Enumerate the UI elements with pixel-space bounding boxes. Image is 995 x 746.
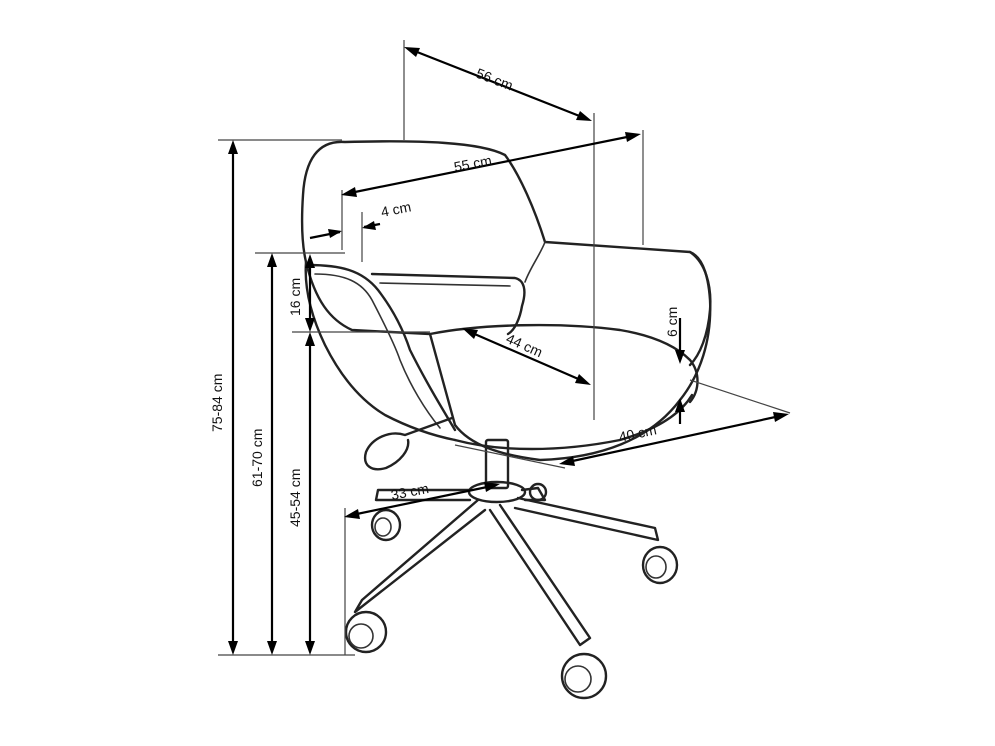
caster-left xyxy=(344,610,388,654)
dim-44-arrow xyxy=(462,328,591,385)
dim-45-54-arrow xyxy=(305,332,315,655)
label-61-70: 61-70 cm xyxy=(249,429,265,487)
base-leg-front xyxy=(488,503,592,647)
dim-61-70-arrow xyxy=(267,253,277,655)
backrest-outline xyxy=(300,140,712,462)
adjust-lever xyxy=(363,416,454,471)
caster-front xyxy=(560,652,608,700)
left-arm-inner xyxy=(314,273,441,429)
label-40: 40 cm xyxy=(617,421,658,445)
base-leg-left xyxy=(353,498,487,614)
gas-lift-cylinder xyxy=(484,438,510,490)
dim-16-arrow xyxy=(305,254,315,332)
label-16: 16 cm xyxy=(287,278,303,316)
left-arm-frame xyxy=(306,263,457,432)
label-56: 56 cm xyxy=(474,65,515,94)
seat-cushion xyxy=(428,323,699,404)
label-4: 4 cm xyxy=(380,198,413,219)
seat-front-edge xyxy=(453,393,694,451)
backrest-seam xyxy=(524,241,546,283)
extension-lines xyxy=(218,40,791,656)
label-6: 6 cm xyxy=(664,307,680,337)
back-cushion xyxy=(370,272,526,336)
dim-6-arrow xyxy=(675,318,685,424)
left-side-panel xyxy=(304,260,457,442)
label-75-84: 75-84 cm xyxy=(209,374,225,432)
label-45-54: 45-54 cm xyxy=(287,469,303,527)
dim-75-84-arrow xyxy=(228,140,238,655)
dim-56-arrow xyxy=(404,47,592,121)
caster-back-right xyxy=(528,482,548,502)
dimension-arrows xyxy=(228,47,789,655)
base-leg-right xyxy=(513,496,660,542)
chair-drawing xyxy=(300,140,712,700)
dimension-labels: 56 cm 55 cm 4 cm 16 cm 44 cm 6 cm 40 cm … xyxy=(209,65,680,527)
caster-back-left xyxy=(370,508,402,542)
right-arm xyxy=(688,250,712,367)
caster-right xyxy=(641,545,679,585)
dim-40-arrow xyxy=(559,412,789,466)
dim-4-arrow xyxy=(309,221,381,240)
dim-33-arrow xyxy=(344,482,500,519)
label-55: 55 cm xyxy=(453,152,493,175)
dim-55-arrow xyxy=(341,132,641,197)
base-hub xyxy=(467,480,527,504)
back-cushion-top xyxy=(379,282,511,287)
label-33: 33 cm xyxy=(390,480,430,503)
